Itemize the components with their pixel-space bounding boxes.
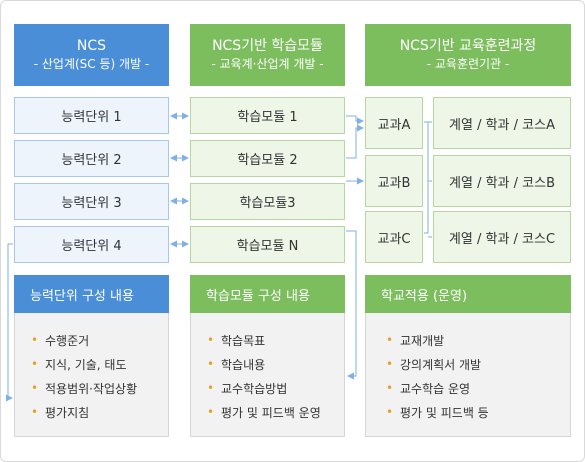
header-training-course-subtitle: - 교육훈련기관 -: [426, 57, 510, 71]
list-item: •평가지침: [31, 405, 90, 420]
header-training-course-title: NCS기반 교육훈련과정: [399, 38, 537, 54]
bullet-icon: •: [207, 381, 215, 395]
learning-module-n: 학습모듈 N: [190, 226, 345, 263]
list-item: •강의계획서 개발: [386, 357, 482, 372]
ability-unit-4: 능력단위 4: [14, 226, 169, 263]
ability-unit-3: 능력단위 3: [14, 183, 169, 220]
bullet-icon: •: [386, 381, 394, 395]
list-item: •평가 및 피드백 운영: [207, 405, 321, 420]
arrow-module1-subjecta: [346, 115, 364, 125]
list-item: •수행준거: [31, 333, 90, 348]
list-item: •교수학습 운영: [386, 381, 471, 396]
bullet-icon: •: [386, 357, 394, 371]
track-a: 계열 / 학과 / 코스A: [433, 97, 571, 149]
header-learning-module-subtitle: - 교육계·산업계 개발 -: [211, 57, 324, 71]
arrow-unit4-section: [6, 243, 13, 402]
bullet-icon: •: [31, 357, 39, 371]
header-learning-module-title: NCS기반 학습모듈: [212, 38, 323, 54]
list-item: •지식, 기술, 태도: [31, 357, 127, 372]
section-ability-unit-content: •수행준거 •지식, 기술, 태도 •적용범위·작업상황 •평가지침: [14, 313, 169, 437]
subject-b: 교과B: [365, 155, 423, 207]
ability-unit-1: 능력단위 1: [14, 97, 169, 134]
track-c: 계열 / 학과 / 코스C: [433, 211, 571, 263]
bullet-icon: •: [207, 357, 215, 371]
subject-a: 교과A: [365, 97, 423, 149]
header-training-course: NCS기반 교육훈련과정 - 교육훈련기관 -: [365, 24, 571, 86]
subject-c: 교과C: [365, 211, 423, 263]
header-ncs-title: NCS: [76, 38, 107, 54]
list-item: •평가 및 피드백 등: [386, 405, 489, 420]
bracket-subjects-tracks: [424, 121, 429, 234]
list-item: •학습목표: [207, 333, 266, 348]
header-ncs-subtitle: - 산업계(SC 등) 개발 -: [33, 57, 150, 71]
bullet-icon: •: [207, 333, 215, 347]
learning-module-2: 학습모듈 2: [190, 140, 345, 177]
list-item: •교재개발: [386, 333, 445, 348]
bullet-icon: •: [386, 405, 394, 419]
learning-module-1: 학습모듈 1: [190, 97, 345, 134]
bullet-icon: •: [31, 381, 39, 395]
learning-module-3: 학습모듈3: [190, 183, 345, 220]
header-learning-module: NCS기반 학습모듈 - 교육계·산업계 개발 -: [190, 24, 345, 86]
arrow-module2-subjecta: [346, 124, 364, 159]
bullet-icon: •: [31, 333, 39, 347]
section-learning-module-title: 학습모듈 구성 내용: [190, 275, 345, 313]
track-b: 계열 / 학과 / 코스B: [433, 155, 571, 207]
list-item: •적용범위·작업상황: [31, 381, 138, 396]
section-school-application-content: •교재개발 •강의계획서 개발 •교수학습 운영 •평가 및 피드백 등: [365, 313, 571, 437]
arrow-modulen-section: [346, 230, 357, 380]
bullet-icon: •: [31, 405, 39, 419]
section-ability-unit-title: 능력단위 구성 내용: [14, 275, 169, 313]
section-learning-module-content: •학습목표 •학습내용 •교수학습방법 •평가 및 피드백 운영: [190, 313, 345, 437]
header-ncs: NCS - 산업계(SC 등) 개발 -: [14, 24, 169, 86]
list-item: •교수학습방법: [207, 381, 288, 396]
bullet-icon: •: [386, 333, 394, 347]
ability-unit-2: 능력단위 2: [14, 140, 169, 177]
list-item: •학습내용: [207, 357, 266, 372]
bullet-icon: •: [207, 405, 215, 419]
section-school-application-title: 학교적용 (운영): [365, 275, 571, 313]
